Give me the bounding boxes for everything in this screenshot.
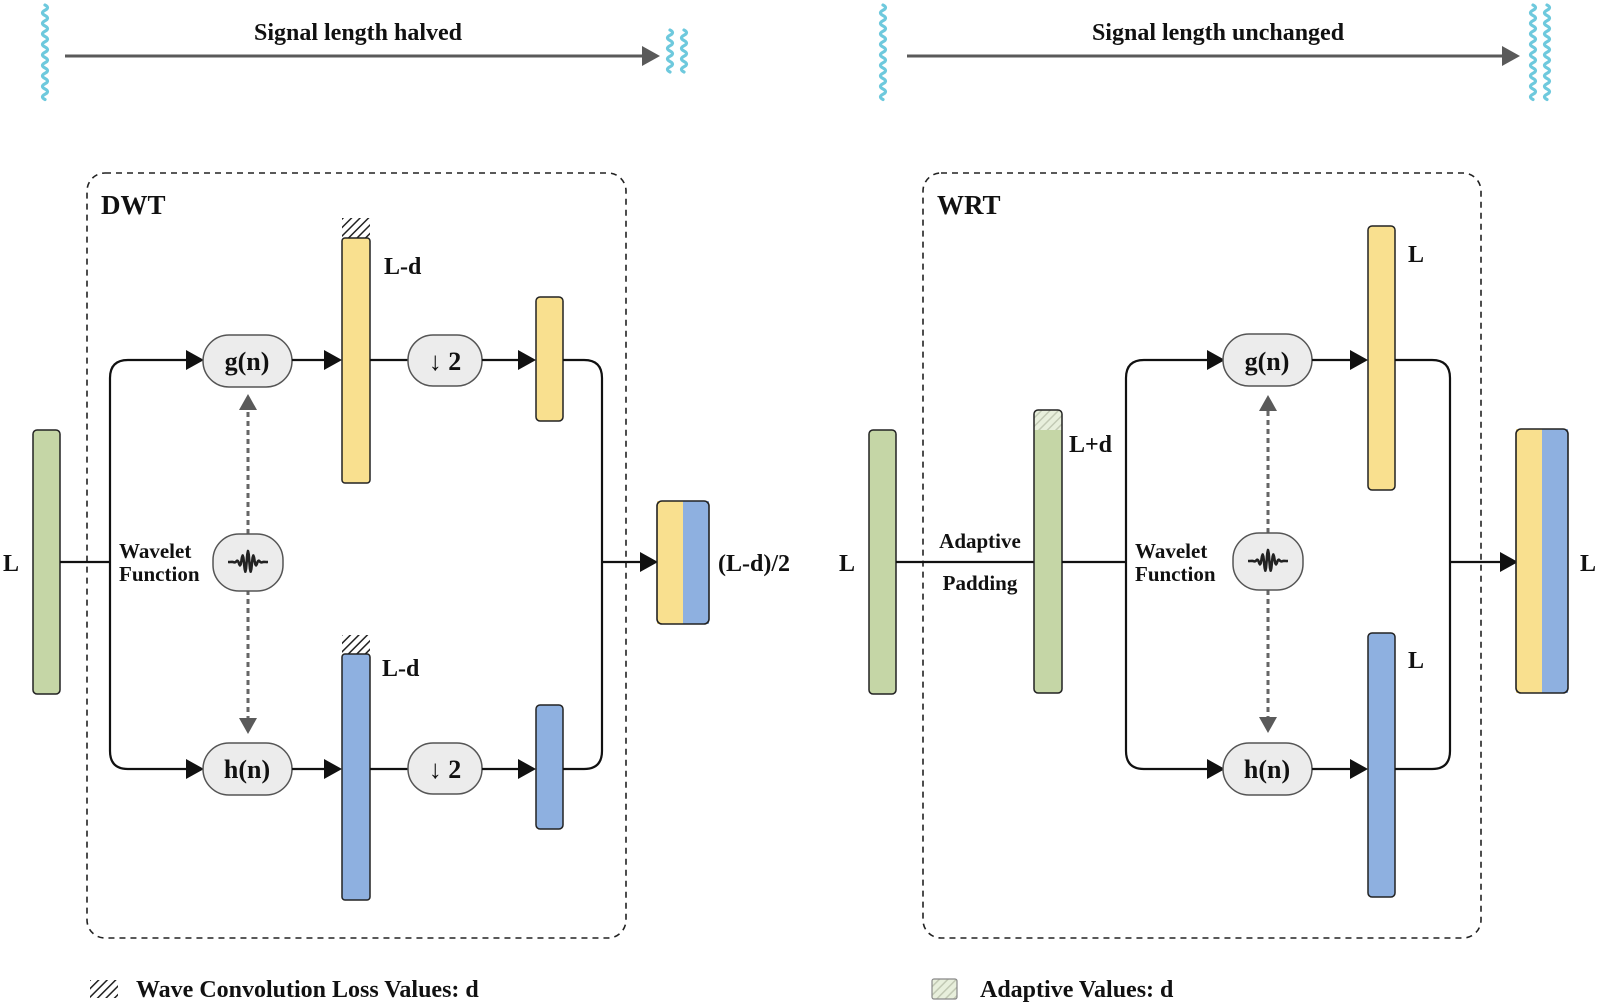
wrt-arrow-to-g [1207,350,1225,370]
dwt-output-yellow-half [657,501,683,624]
dwt-wavelet-label-1: Wavelet [119,539,191,563]
dwt-panel: DWT L g(n) L-d ↓ 2 h(n) L-d ↓ [3,172,790,939]
legend-adaptive-label: Adaptive Values: d [980,977,1174,1003]
top-left-signal-group: Signal length halved [40,3,689,102]
wrt-h-bar-label: L [1408,648,1424,674]
dwt-wavelet-icon [227,549,269,573]
wrt-arrow-to-h [1207,759,1225,779]
wrt-output-bar [1515,428,1569,694]
halved-caption: Signal length halved [254,20,463,46]
dwt-arrow-to-h [186,759,204,779]
dwt-title: DWT [101,190,166,220]
wrt-input-label: L [839,551,855,577]
dwt-h-half-bar [535,704,564,830]
dwt-input-bar [32,429,61,695]
wrt-split-connector [1062,358,1210,771]
wrt-g-bar-label: L [1408,242,1424,268]
wrt-padding-label-2: Padding [943,571,1018,595]
dwt-g-node-label: g(n) [225,347,270,376]
wrt-wavelet-icon [1247,548,1289,572]
dwt-h-loss-hatch [342,635,370,654]
dwt-g-loss-hatch [342,218,370,238]
unchanged-arrow-head [1502,46,1520,66]
dwt-h-node-label: h(n) [224,755,270,784]
legend: Wave Convolution Loss Values: d Adaptive… [90,977,1174,1003]
dwt-split-connector [60,358,190,771]
wrt-title: WRT [937,190,1001,220]
dwt-dashed-frame [86,172,627,939]
dwt-h-bar-label: L-d [382,656,420,682]
input-signal-wave-icon [40,3,50,102]
wrt-output-wave-icon-2 [1542,3,1552,102]
wrt-wavelet-arrow-up [1259,395,1277,411]
wrt-g-bar [1367,225,1396,491]
wrt-padded-fill [1034,430,1062,693]
wrt-arrow-to-h-bar [1350,759,1368,779]
dwt-g-bar [341,237,371,484]
unchanged-caption: Signal length unchanged [1092,20,1345,46]
wrt-h-bar [1367,632,1396,898]
dwt-arrow-to-h-bar [324,759,342,779]
wrt-output-label: L [1580,551,1596,577]
dwt-down-h-label: ↓ 2 [429,755,462,784]
dwt-arrow-to-g-half [518,350,536,370]
dwt-down-g-label: ↓ 2 [429,347,462,376]
dwt-h-bar [341,653,371,901]
dwt-merge-connector [563,358,642,771]
wrt-padding-label-1: Adaptive [939,529,1021,553]
dwt-g-half-bar [535,296,564,422]
dwt-wavelet-node [212,533,284,592]
legend-adaptive-hatch-icon [931,978,958,1000]
wrt-input-bar [868,429,897,695]
top-right-signal-group: Signal length unchanged [878,3,1552,102]
dwt-wavelet-arrow-up [239,394,257,410]
wrt-padded-bar [1033,409,1063,694]
legend-loss-hatch-icon [90,980,118,998]
wrt-wavelet-arrow-down [1259,717,1277,733]
wrt-wavelet-label-1: Wavelet [1135,539,1207,563]
wrt-output-yellow-half [1516,429,1542,693]
dwt-arrow-to-h-half [518,759,536,779]
dwt-output-blue-half [683,501,709,624]
dwt-input-label: L [3,551,19,577]
dwt-output-bar [656,500,710,625]
wrt-g-node-label: g(n) [1245,347,1290,376]
dwt-g-bar-label: L-d [384,254,422,280]
output-signal-wave-icon-2 [679,28,689,74]
dwt-arrow-to-g-bar [324,350,342,370]
wrt-output-wave-icon-1 [1528,3,1538,102]
output-signal-wave-icon-1 [665,28,675,74]
wrt-wavelet-label-2: Function [1135,562,1216,586]
halved-arrow-head [642,46,660,66]
dwt-arrow-to-output [640,552,658,572]
wrt-h-node-label: h(n) [1244,755,1290,784]
dwt-wavelet-label-2: Function [119,562,200,586]
wrt-panel: WRT L Adaptive Padding L+d g(n) L h(n) L [839,172,1596,939]
wrt-adaptive-hatch [1034,410,1062,430]
wrt-merge-connector [1395,358,1502,771]
dwt-output-label: (L-d)/2 [718,551,790,577]
wrt-arrow-to-g-bar [1350,350,1368,370]
dwt-arrow-to-g [186,350,204,370]
dwt-wavelet-arrow-down [239,718,257,734]
wrt-dashed-frame [922,172,1482,939]
wrt-wavelet-node [1232,532,1304,591]
wrt-arrow-to-output [1500,552,1518,572]
wrt-input-wave-icon [878,3,888,102]
legend-loss-label: Wave Convolution Loss Values: d [136,977,479,1003]
wrt-output-blue-half [1542,429,1568,693]
wrt-padded-label: L+d [1069,432,1113,458]
